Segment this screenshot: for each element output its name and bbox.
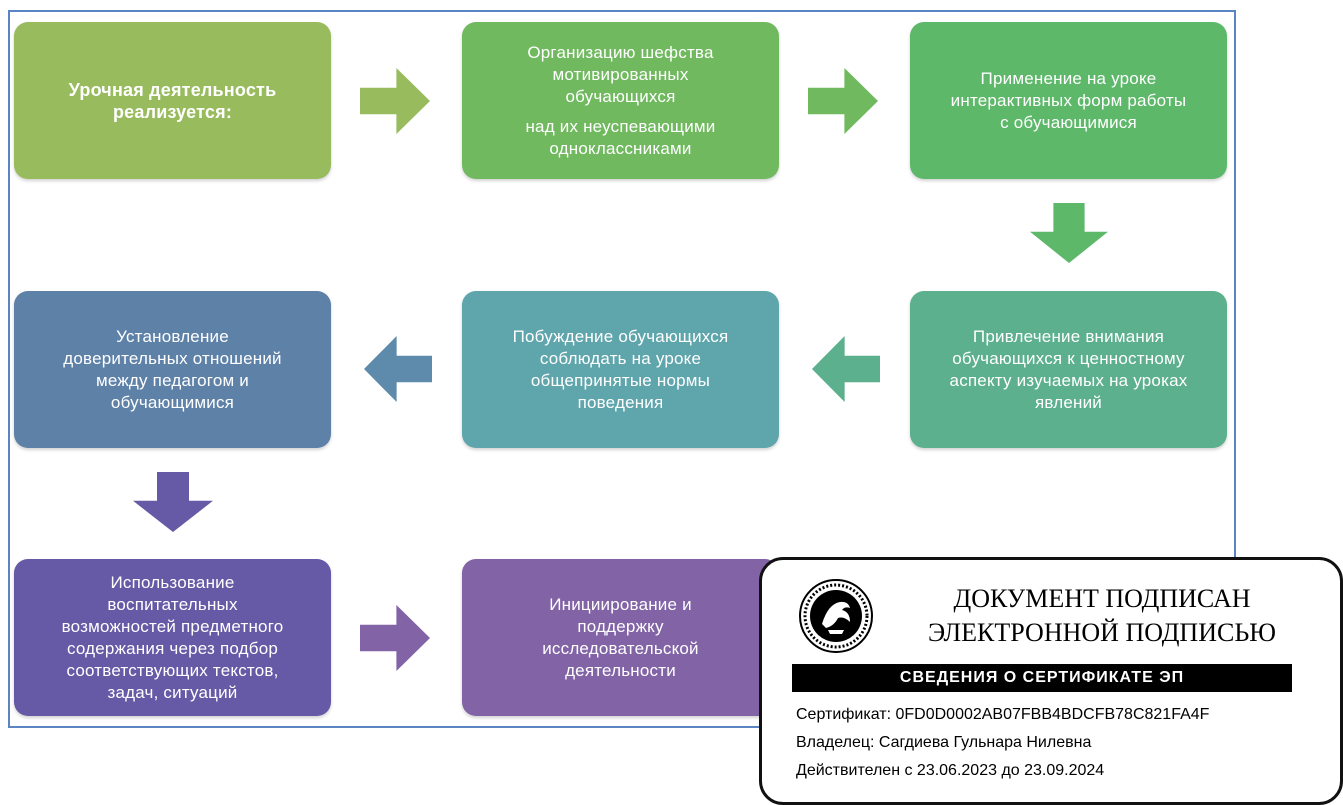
arrow-shape <box>360 68 430 134</box>
arrow-shape <box>1030 203 1108 263</box>
box-text-line: обучающихся <box>565 86 676 106</box>
box-text-line: обучающихся к ценностному <box>952 348 1185 368</box>
box-text-line: воспитательных <box>107 594 238 614</box>
box-text-line: Организацию шефства <box>527 42 714 62</box>
box-text-line: деятельности <box>565 660 676 680</box>
box-text-line: одноклассниками <box>549 138 692 158</box>
certificate-owner: Владелец: Сагдиева Гульнара Нилевна <box>796 734 1092 751</box>
box-text-line: соблюдать на уроке <box>539 348 702 368</box>
stamp-title-line1: ДОКУМЕНТ ПОДПИСАН <box>953 584 1251 613</box>
arrow-shape <box>812 336 880 402</box>
box-text-line: обучающимися <box>110 392 235 412</box>
box-text-line: исследовательской <box>542 638 699 658</box>
box-text-line: возможностей предметного <box>61 616 284 636</box>
box-text-line: задач, ситуаций <box>107 682 238 702</box>
box-text-line: Привлечение внимания <box>972 326 1165 346</box>
box-text-line: реализуется: <box>112 101 233 122</box>
arrow-down-2 <box>133 472 213 532</box>
box-text-line: поведения <box>577 392 664 412</box>
box-text-line: между педагогом и <box>96 370 249 390</box>
arrow-left-2 <box>364 336 432 402</box>
certificate-number: Сертификат: 0FD0D0002AB07FBB4BDCFB78C821… <box>796 706 1210 723</box>
box-text-line: Установление <box>116 326 229 346</box>
arrow-left-1 <box>812 336 880 402</box>
stamp-title: ДОКУМЕНТ ПОДПИСАН ЭЛЕКТРОННОЙ ПОДПИСЬЮ <box>902 582 1302 650</box>
box-text-line: Побуждение обучающихся <box>512 326 729 346</box>
box-text-line: Инициирование и <box>549 594 692 614</box>
box-text-line: Применение на уроке <box>980 68 1157 88</box>
arrow-shape <box>808 68 878 134</box>
box-text-line: аспекту изучаемых на уроках <box>949 370 1188 390</box>
arrow-shape <box>133 472 213 532</box>
box-text-line: доверительных отношений <box>63 348 282 368</box>
signature-stamp: ДОКУМЕНТ ПОДПИСАН ЭЛЕКТРОННОЙ ПОДПИСЬЮ С… <box>759 557 1343 805</box>
arrow-right-3 <box>360 605 430 671</box>
box-text-line: над их неуспевающими <box>525 116 716 136</box>
box-text-line: поддержку <box>577 616 664 636</box>
arrow-shape <box>364 336 432 402</box>
box-text-line: соответствующих текстов, <box>66 660 279 680</box>
certificate-validity: Действителен с 23.06.2023 до 23.09.2024 <box>796 762 1105 779</box>
stamp-title-line2: ЭЛЕКТРОННОЙ ПОДПИСЬЮ <box>928 618 1276 647</box>
box-text-line: явлений <box>1034 392 1102 412</box>
arrow-shape <box>360 605 430 671</box>
tatarstan-emblem-icon <box>798 578 874 654</box>
certificate-info-bar: СВЕДЕНИЯ О СЕРТИФИКАТЕ ЭП <box>792 664 1292 692</box>
box-text-line: Урочная деятельность <box>68 79 277 100</box>
box-text-line: общепринятые нормы <box>530 370 711 390</box>
box-text-line: мотивированных <box>552 64 689 84</box>
box-text-line: интерактивных форм работы <box>950 90 1187 110</box>
arrow-down-1 <box>1030 203 1108 263</box>
box-text-line: содержания через подбор <box>66 638 279 658</box>
box-text-line: с обучающимися <box>1000 112 1137 132</box>
arrow-right-2 <box>808 68 878 134</box>
arrow-right-1 <box>360 68 430 134</box>
box-text-line: Использование <box>110 572 235 592</box>
diagram-frame <box>8 10 1236 728</box>
